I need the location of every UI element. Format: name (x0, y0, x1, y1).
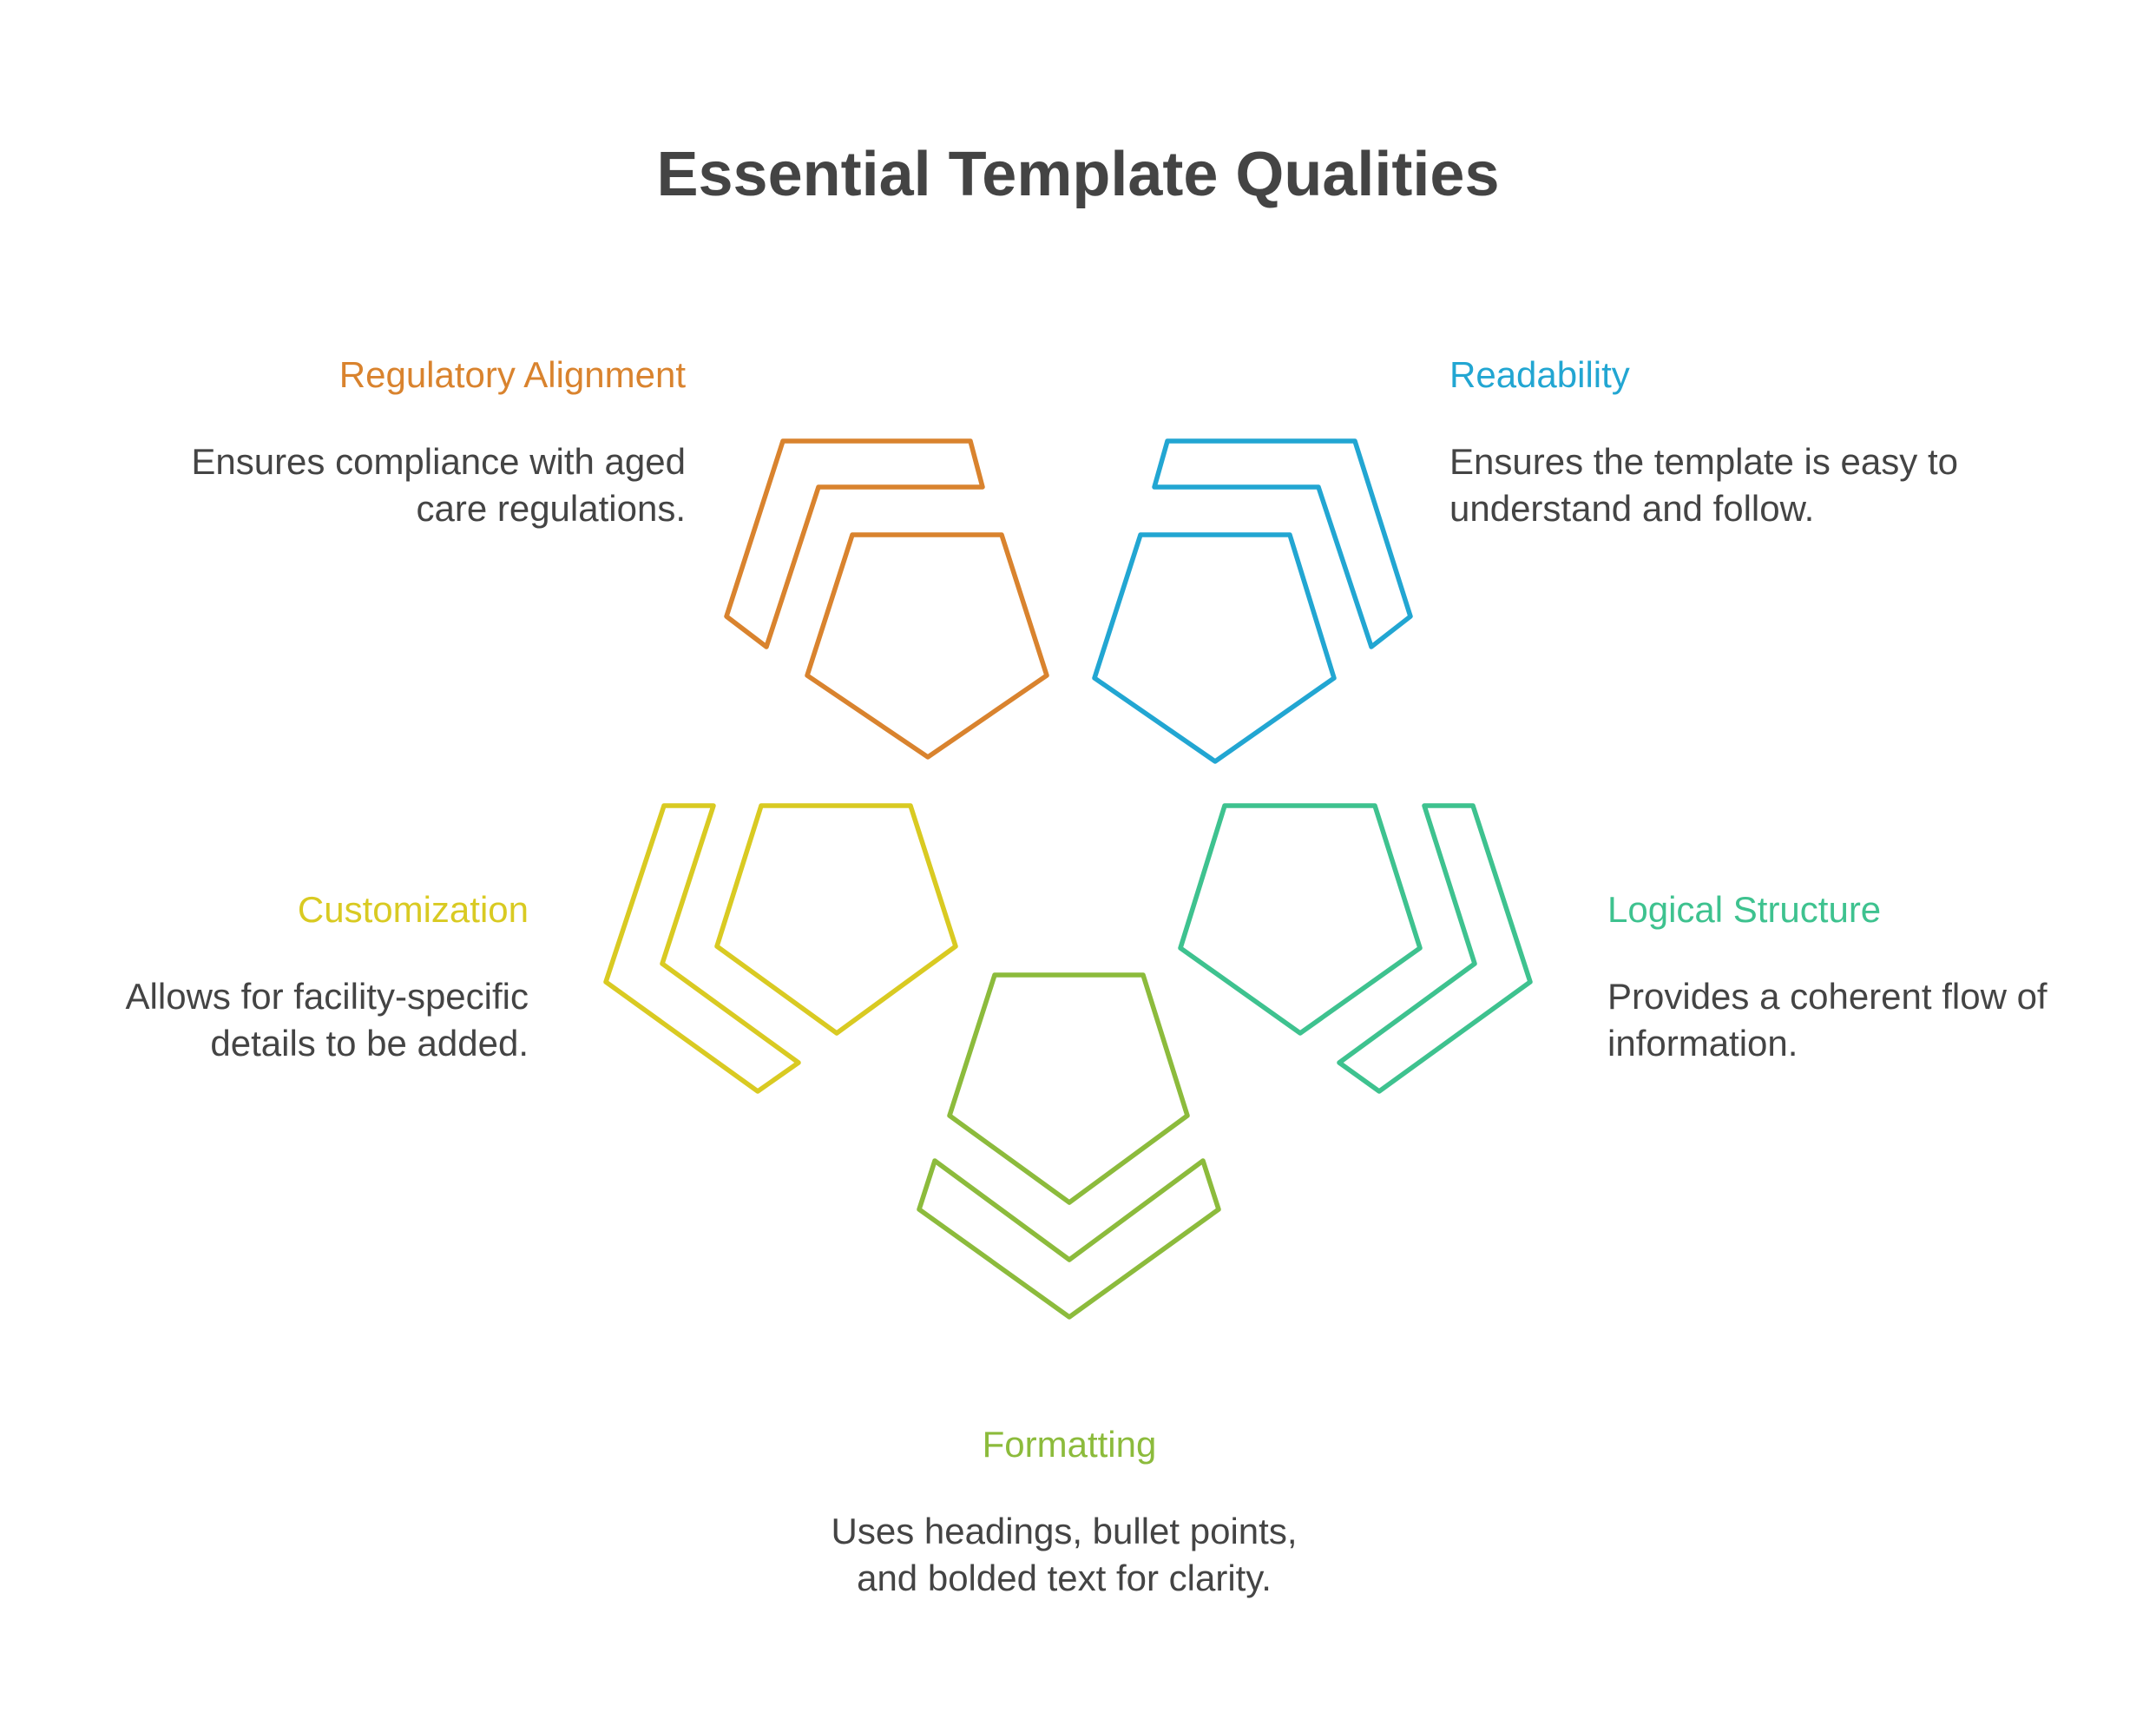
readability-description-line-2: understand and follow. (1449, 488, 1814, 529)
logical-chevron-icon (1337, 803, 1533, 1094)
diagram-title: Essential Template Qualities (656, 140, 1499, 209)
regulatory-chevron-icon (724, 438, 985, 649)
formatting-pentagon-icon (947, 972, 1190, 1205)
logical-pentagon-icon (1178, 803, 1423, 1036)
readability-pentagon-icon (1092, 532, 1337, 764)
formatting-chevron-icon (917, 1158, 1221, 1320)
logical-heading: Logical Structure (1607, 889, 1881, 930)
regulatory-pentagon-icon (805, 532, 1049, 760)
customization-description-line-1: Allows for facility-specific (126, 976, 529, 1017)
readability-chevron-icon (1152, 438, 1413, 649)
formatting-description-line-2: and bolded text for clarity. (857, 1558, 1272, 1598)
readability-heading: Readability (1449, 354, 1630, 395)
logical-structure-group: Logical Structure Provides a coherent fl… (1178, 803, 2048, 1094)
regulatory-heading: Regulatory Alignment (339, 354, 687, 395)
regulatory-description-line-1: Ensures compliance with aged (191, 441, 686, 482)
formatting-heading: Formatting (983, 1424, 1157, 1465)
logical-description-line-2: information. (1607, 1023, 1798, 1064)
readability-description-line-1: Ensures the template is easy to (1449, 441, 1958, 482)
regulatory-description-line-2: care regulations. (416, 488, 686, 529)
formatting-description-line-1: Uses headings, bullet points, (832, 1511, 1298, 1551)
customization-chevron-icon (603, 803, 801, 1094)
customization-description-line-2: details to be added. (210, 1023, 529, 1064)
customization-heading: Customization (298, 889, 529, 930)
regulatory-alignment-group: Regulatory Alignment Ensures compliance … (191, 354, 1049, 760)
customization-group: Customization Allows for facility-specif… (126, 803, 958, 1094)
customization-pentagon-icon (714, 803, 958, 1036)
logical-description-line-1: Provides a coherent flow of (1607, 976, 2048, 1017)
readability-group: Readability Ensures the template is easy… (1092, 354, 1958, 764)
formatting-group: Formatting Uses headings, bullet points,… (832, 972, 1298, 1598)
